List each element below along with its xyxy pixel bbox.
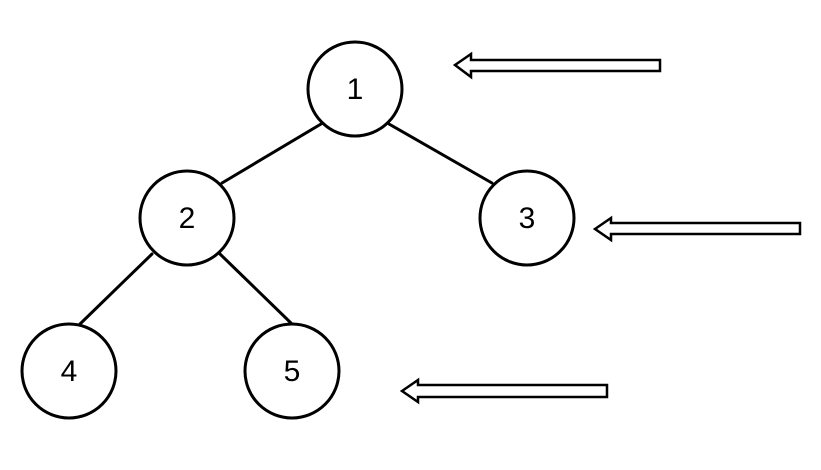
hollow-left-arrow-icon bbox=[592, 215, 802, 243]
tree-node-1: 1 bbox=[306, 40, 404, 138]
node-label-4: 4 bbox=[61, 355, 78, 388]
tree-node-3: 3 bbox=[478, 169, 576, 267]
edge-2-5 bbox=[218, 252, 294, 326]
edge-1-3 bbox=[387, 122, 494, 185]
hollow-left-arrow-icon bbox=[399, 377, 609, 405]
node-label-3: 3 bbox=[519, 202, 536, 235]
tree-node-2: 2 bbox=[138, 169, 236, 267]
node-label-1: 1 bbox=[347, 73, 364, 106]
node-label-2: 2 bbox=[179, 202, 196, 235]
hollow-left-arrow-icon bbox=[452, 51, 662, 80]
edge-1-2 bbox=[220, 122, 323, 185]
tree-node-4: 4 bbox=[20, 322, 118, 420]
edge-2-4 bbox=[78, 252, 154, 326]
node-label-5: 5 bbox=[284, 355, 301, 388]
tree-node-5: 5 bbox=[243, 322, 341, 420]
